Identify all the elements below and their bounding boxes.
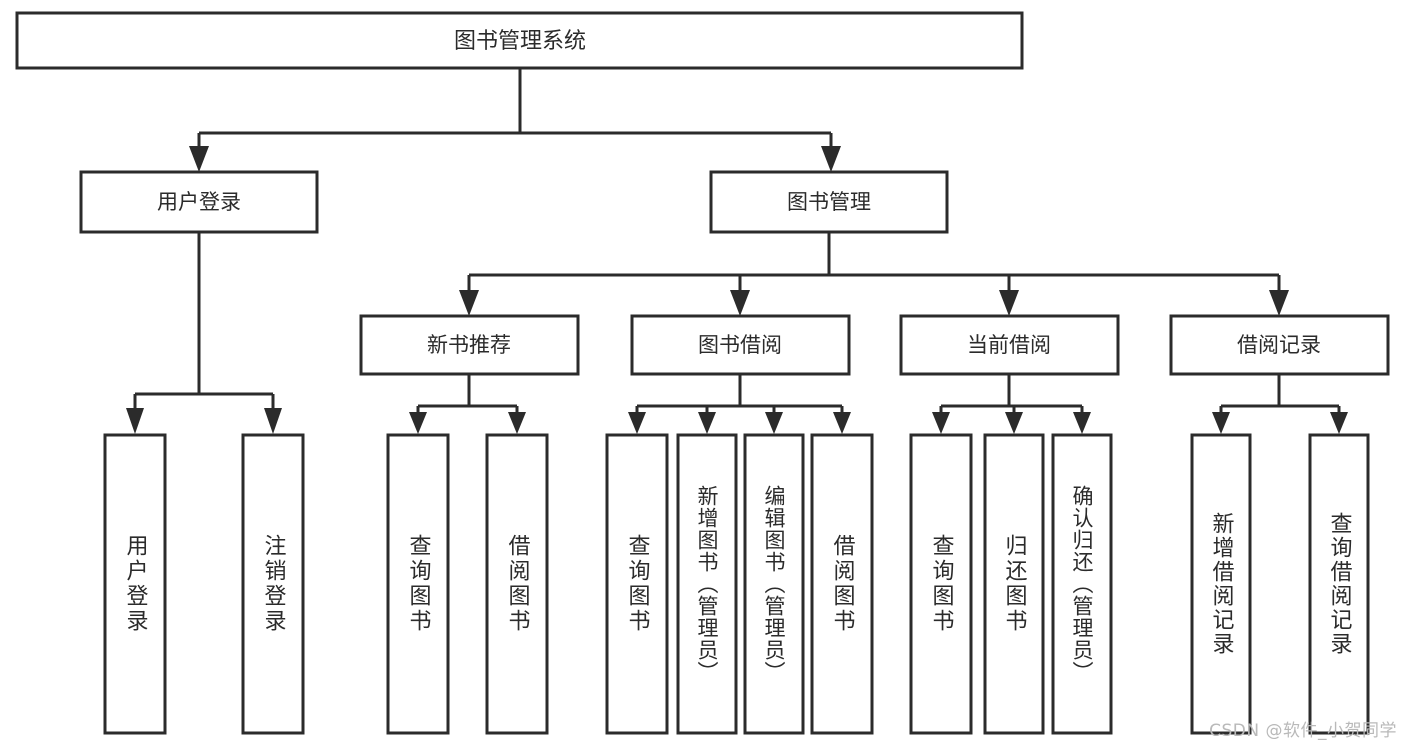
arrowhead-leaf-borrow-book-2 <box>833 412 851 434</box>
arrowhead-book-borrow <box>730 290 750 316</box>
leaf-query-book-1-box[interactable] <box>386 433 450 735</box>
leaf-query-borrow-record-box[interactable] <box>1308 433 1370 735</box>
node-user-login-box[interactable] <box>79 170 319 234</box>
arrowhead-borrow-records <box>1269 290 1289 316</box>
connector-group-book-manage <box>459 232 1289 316</box>
leaf-user-logout-box[interactable] <box>241 433 305 735</box>
node-book-manage[interactable]: 图书管理 <box>709 170 949 234</box>
arrowhead-leaf-query-book-3 <box>932 412 950 434</box>
arrowhead-leaf-edit-book <box>765 412 783 434</box>
node-new-book-recommend-label: 新书推荐 <box>427 333 511 357</box>
connector-group-new-book-recommend <box>409 374 526 434</box>
node-book-manage-label: 图书管理 <box>787 190 871 214</box>
node-new-book-recommend-box[interactable] <box>359 314 580 376</box>
arrowhead-leaf-query-borrow-record <box>1330 412 1348 434</box>
leaf-add-book-box[interactable] <box>676 433 738 735</box>
arrowhead-user-login <box>189 146 209 172</box>
leaf-edit-book-box[interactable] <box>743 433 805 735</box>
arrowhead-leaf-query-book-2 <box>628 412 646 434</box>
node-current-borrow[interactable]: 当前借阅 <box>899 314 1120 376</box>
node-borrow-records-box[interactable] <box>1169 314 1390 376</box>
node-book-manage-box[interactable] <box>709 170 949 234</box>
node-root-box[interactable] <box>15 11 1024 70</box>
node-book-borrow-label: 图书借阅 <box>698 333 782 357</box>
connector-group-borrow-records <box>1212 374 1348 434</box>
leaf-query-book-2-box[interactable] <box>605 433 669 735</box>
node-current-borrow-box[interactable] <box>899 314 1120 376</box>
arrowhead-leaf-return-book <box>1005 412 1023 434</box>
node-current-borrow-label: 当前借阅 <box>967 333 1051 357</box>
connector-group-user-login <box>126 232 282 434</box>
leaf-return-book-box[interactable] <box>983 433 1045 735</box>
arrowhead-leaf-add-borrow-record <box>1212 412 1230 434</box>
leaf-borrow-book-1-box[interactable] <box>485 433 549 735</box>
leaf-borrow-book-2-box[interactable] <box>810 433 874 735</box>
connector-group-current-borrow <box>932 374 1091 434</box>
node-user-login[interactable]: 用户登录 <box>79 170 319 234</box>
connector-group-book-borrow <box>628 374 851 434</box>
arrowhead-leaf-query-book-1 <box>409 412 427 434</box>
arrowhead-leaf-add-book <box>698 412 716 434</box>
node-borrow-records-label: 借阅记录 <box>1237 333 1321 357</box>
leaf-add-borrow-record-box[interactable] <box>1190 433 1252 735</box>
arrowhead-book-manage <box>821 146 841 172</box>
arrowhead-current-borrow <box>999 290 1019 316</box>
arrowhead-leaf-user-login <box>126 408 144 434</box>
node-book-borrow[interactable]: 图书借阅 <box>630 314 851 376</box>
node-book-borrow-box[interactable] <box>630 314 851 376</box>
leaf-box-group <box>103 433 1370 735</box>
leaf-confirm-return-box[interactable] <box>1051 433 1113 735</box>
node-root[interactable]: 图书管理系统 <box>15 11 1024 70</box>
node-borrow-records[interactable]: 借阅记录 <box>1169 314 1390 376</box>
node-user-login-label: 用户登录 <box>157 190 241 214</box>
connector-group-root <box>189 68 841 172</box>
arrowhead-leaf-borrow-book-1 <box>508 412 526 434</box>
node-root-label: 图书管理系统 <box>454 29 586 54</box>
arrowhead-new-book-recommend <box>459 290 479 316</box>
csdn-watermark: CSDN @软件_小贺同学 <box>1209 721 1397 741</box>
leaf-user-login-box[interactable] <box>103 433 167 735</box>
arrowhead-leaf-user-logout <box>264 408 282 434</box>
arrowhead-leaf-confirm-return <box>1073 412 1091 434</box>
leaf-query-book-3-box[interactable] <box>909 433 973 735</box>
node-new-book-recommend[interactable]: 新书推荐 <box>359 314 580 376</box>
